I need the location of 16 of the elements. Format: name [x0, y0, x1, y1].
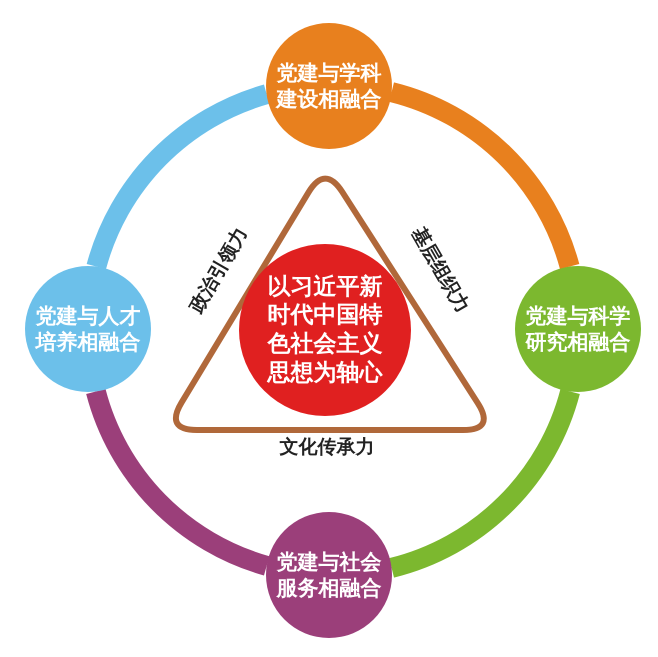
ring-arc: [86, 84, 270, 270]
ring-arc: [388, 82, 580, 270]
ring-arc: [86, 388, 270, 576]
node-text: 党建与科学研究相融合: [524, 302, 632, 355]
ring-arc: [388, 388, 580, 578]
side-label: 基层组织力: [406, 222, 474, 318]
node-text: 党建与社会服务相融合: [275, 548, 382, 601]
node-text: 党建与人才培养相融合: [34, 302, 142, 355]
node-text: 党建与学科建设相融合: [274, 60, 382, 112]
side-label: 政治引领力: [184, 222, 252, 318]
circle-node: [25, 266, 151, 392]
circle-node: [266, 23, 392, 149]
circle-node: [515, 266, 641, 392]
node-text: 以习近平新时代中国特色社会主义思想为轴心: [266, 272, 384, 388]
side-label: 文化传承力: [280, 435, 374, 460]
circle-node: [266, 512, 392, 638]
